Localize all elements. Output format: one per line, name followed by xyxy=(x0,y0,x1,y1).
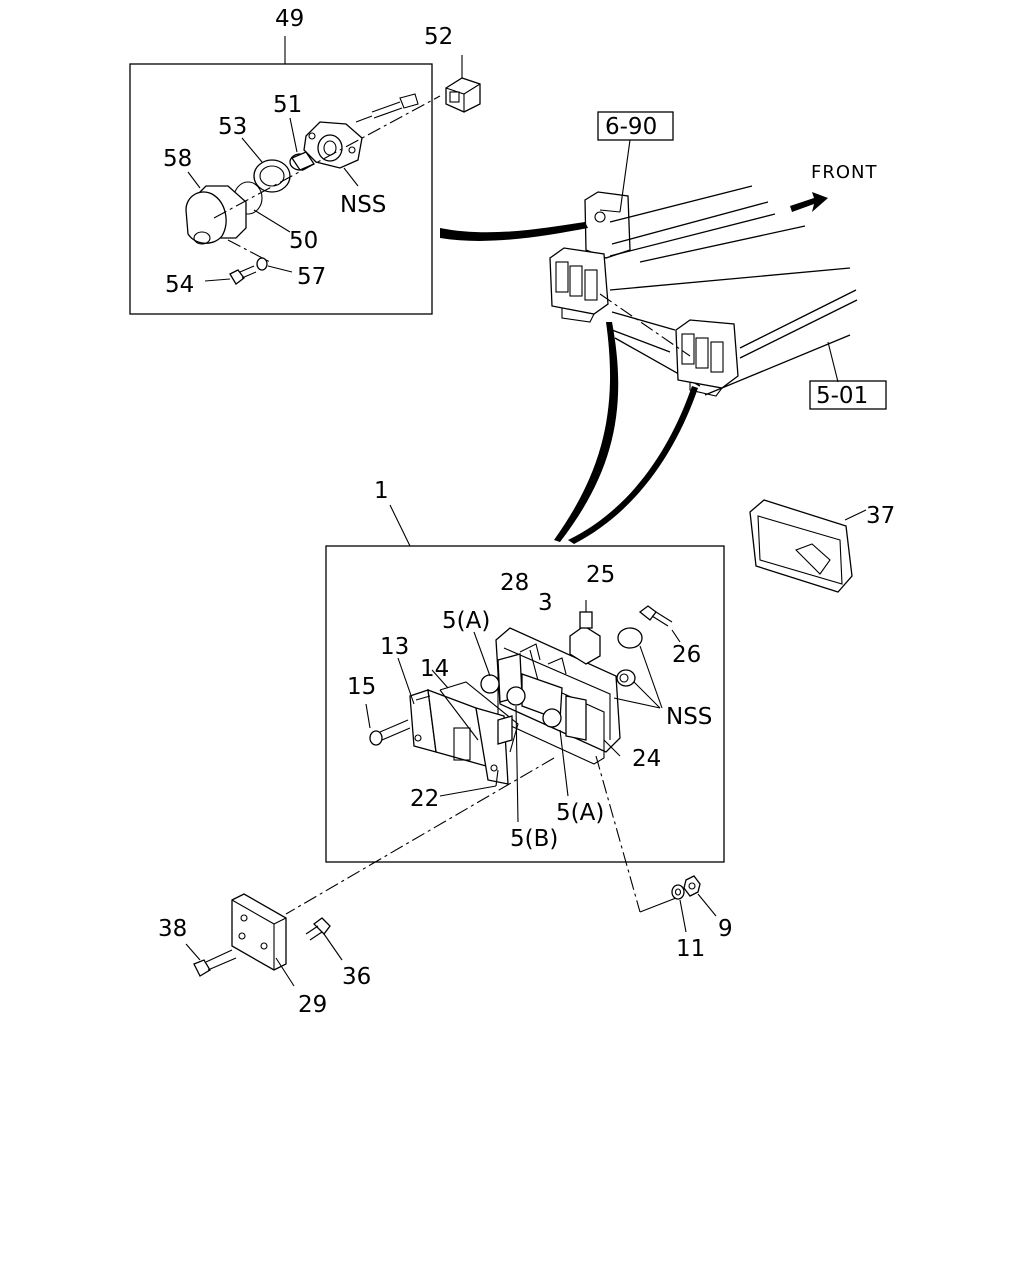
callout-57: 57 xyxy=(297,264,326,290)
switch-25 xyxy=(569,600,601,665)
callout-54: 54 xyxy=(165,272,194,298)
socket-5b xyxy=(506,673,563,823)
detail-box-1 xyxy=(325,504,725,863)
callout-22: 22 xyxy=(410,786,439,812)
ref-box-5-01: 5-01 xyxy=(809,380,887,410)
callout-36: 36 xyxy=(342,964,371,990)
callout-nss-mid: NSS xyxy=(666,704,712,730)
callout-13: 13 xyxy=(380,634,409,660)
screw-15 xyxy=(365,703,411,746)
pin-51 xyxy=(289,117,315,171)
callout-37: 37 xyxy=(866,503,895,529)
detail-box-49 xyxy=(129,36,433,315)
callout-24: 24 xyxy=(632,746,661,772)
nut-9 xyxy=(683,875,717,917)
lens-37 xyxy=(749,499,867,593)
callout-5a-top: 5(A) xyxy=(442,608,490,634)
washer-11 xyxy=(671,884,687,933)
callout-51: 51 xyxy=(273,92,302,118)
socket-5a-bottom xyxy=(542,695,587,797)
front-label: FRONT xyxy=(811,162,878,183)
lens-13 xyxy=(397,657,509,785)
callout-3: 3 xyxy=(538,590,553,616)
callout-53: 53 xyxy=(218,114,247,140)
callout-52: 52 xyxy=(424,24,453,50)
leader-arrow-top xyxy=(440,222,588,241)
bolt-38 xyxy=(185,943,237,977)
gasket-14 xyxy=(431,669,519,753)
ref-box-6-90: 6-90 xyxy=(597,111,674,141)
callout-15: 15 xyxy=(347,674,376,700)
bolt-36 xyxy=(305,917,343,961)
callout-49: 49 xyxy=(275,6,304,32)
callout-29: 29 xyxy=(298,992,327,1018)
svg-text:6-90: 6-90 xyxy=(605,114,657,140)
callout-25: 25 xyxy=(586,562,615,588)
ring-53 xyxy=(241,137,291,193)
callout-28: 28 xyxy=(500,570,529,596)
bolt-54 xyxy=(204,265,257,285)
callout-9: 9 xyxy=(718,916,733,942)
callout-58: 58 xyxy=(163,146,192,172)
front-direction: FRONT xyxy=(790,162,878,212)
vehicle-frame xyxy=(549,139,858,397)
callout-11: 11 xyxy=(676,936,705,962)
clamp-nss xyxy=(613,627,663,709)
connector-52 xyxy=(445,55,481,113)
bolt-26 xyxy=(638,605,681,643)
leader-arrow-left-lamp xyxy=(554,322,619,542)
plate-29 xyxy=(231,893,295,987)
callout-26: 26 xyxy=(672,642,701,668)
callout-38: 38 xyxy=(158,916,187,942)
callout-5a-bottom: 5(A) xyxy=(556,800,604,826)
callout-50: 50 xyxy=(289,228,318,254)
leader-arrow-right-lamp xyxy=(568,386,698,544)
callout-labels: 49 52 51 53 58 NSS 50 54 57 1 37 25 28 3… xyxy=(158,6,895,1018)
callout-1: 1 xyxy=(374,478,389,504)
callout-14: 14 xyxy=(420,656,449,682)
svg-text:5-01: 5-01 xyxy=(816,383,868,409)
callout-5b: 5(B) xyxy=(510,826,558,852)
switch-assembly xyxy=(303,93,419,187)
cover-58 xyxy=(185,171,247,245)
washer-57 xyxy=(256,257,293,273)
callout-nss-top: NSS xyxy=(340,192,386,218)
